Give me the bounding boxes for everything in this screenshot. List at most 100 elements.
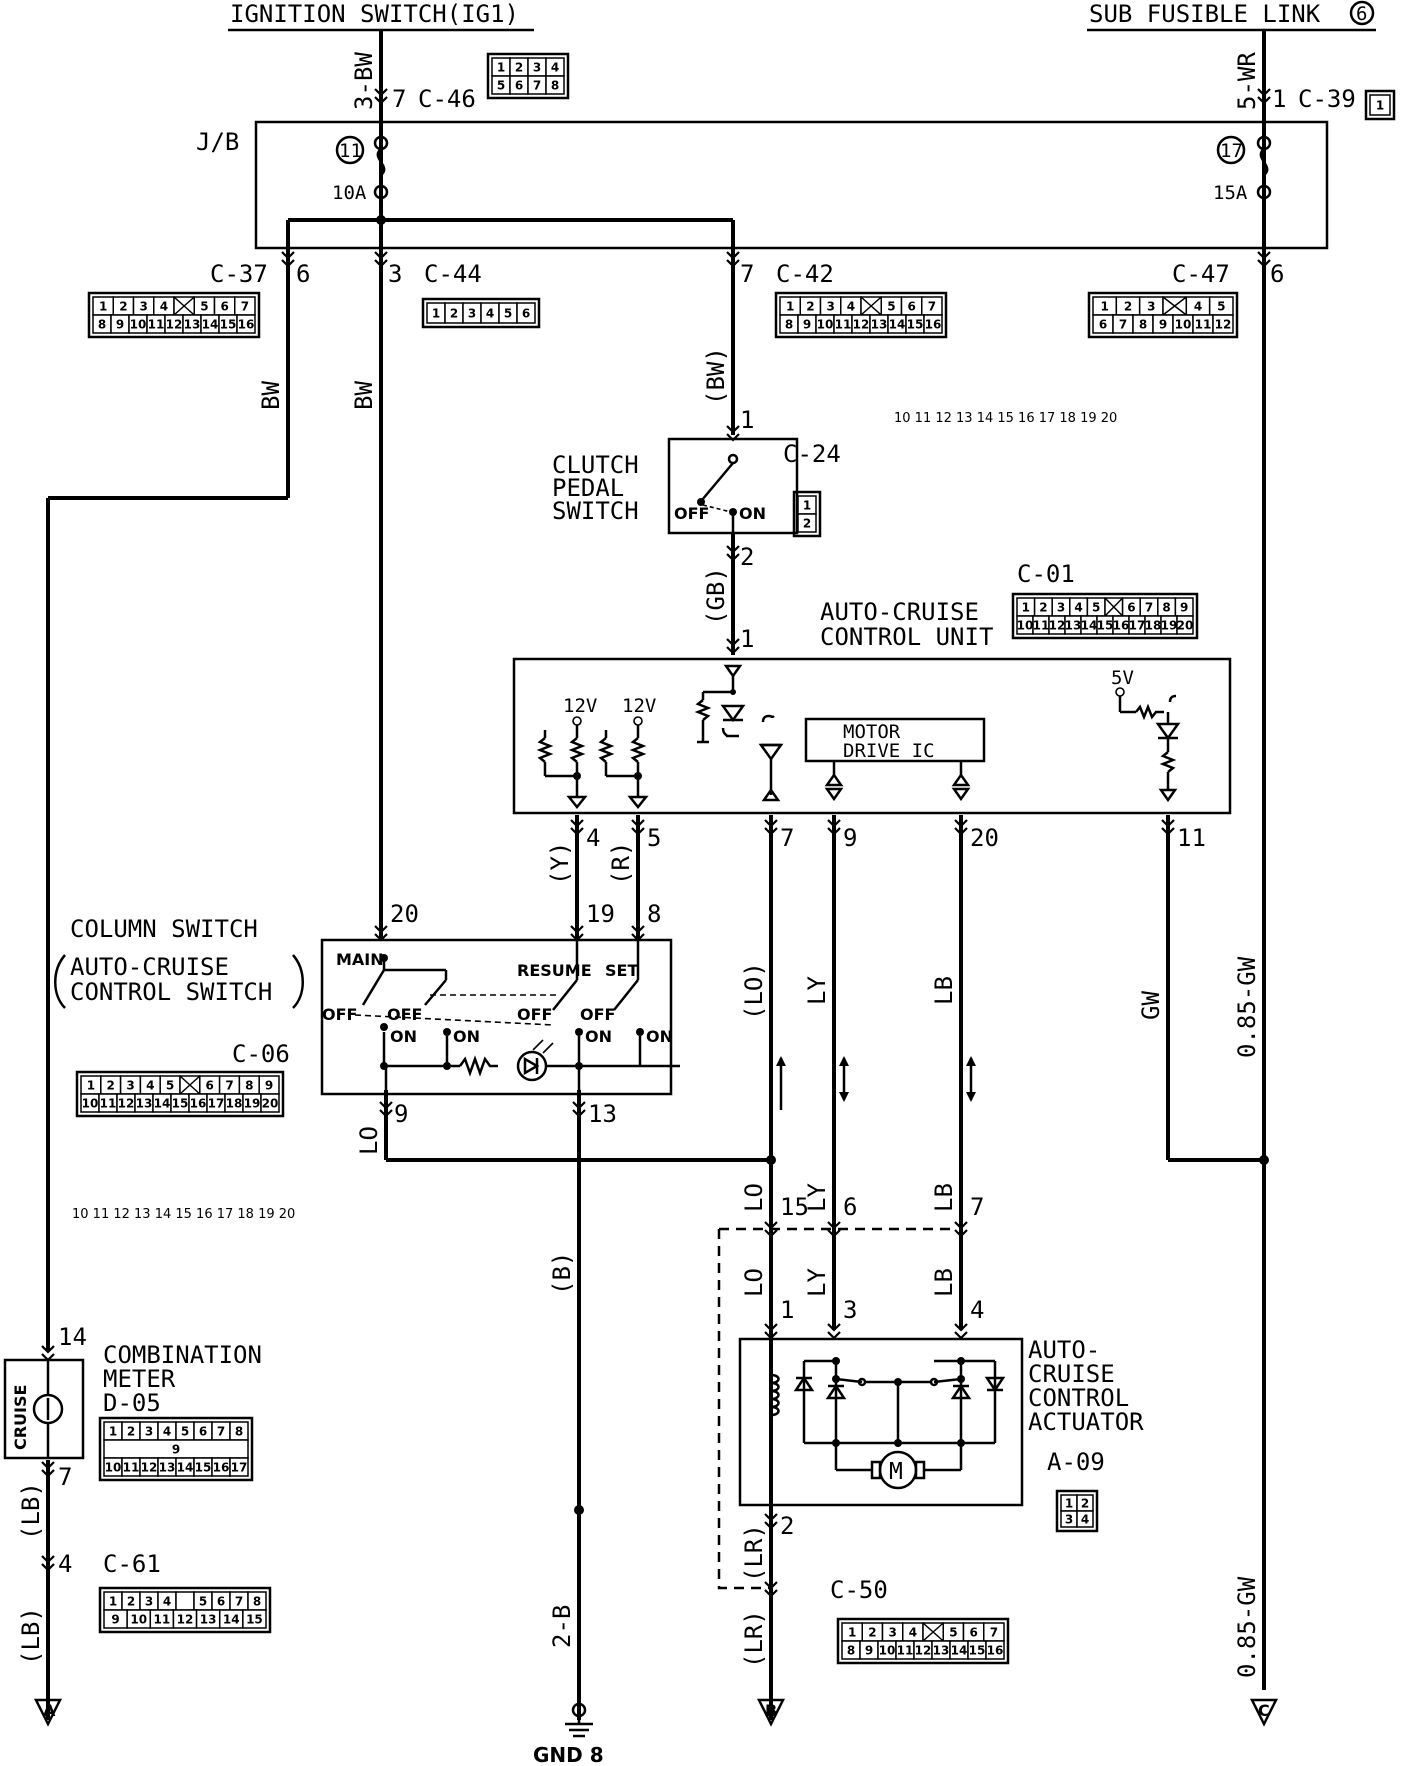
connector-pin-label: 15 — [195, 1461, 212, 1475]
pin-arrow-mark — [379, 1101, 393, 1118]
connector-pin-label: 9 — [1159, 318, 1167, 332]
connector-pin-label: 9 — [865, 1644, 873, 1658]
pin-arrow-mark — [1161, 819, 1175, 836]
connector-pin-label: 4 — [160, 300, 168, 314]
connector-pin-label: 11 — [835, 318, 852, 332]
connector-cell — [545, 75, 565, 95]
connector-pin-label: 15 — [907, 318, 924, 332]
pin-arrow-mark — [281, 251, 295, 268]
connector-pin-label: 16 — [1113, 619, 1130, 633]
connector-pin-label: 5 — [1092, 601, 1100, 615]
pin-meter-14: 14 — [58, 1323, 87, 1351]
connector-pin-label: 12 — [141, 1461, 158, 1475]
connector-pin-label: 15 — [969, 1644, 986, 1658]
connector-pin-label: 11 — [1033, 619, 1050, 633]
connector-pin-label: 10 — [1175, 318, 1192, 332]
connector-pin-label: 7 — [1145, 601, 1153, 615]
pin-act-1: 1 — [780, 1296, 794, 1324]
wire-label-2-b: 2-B — [548, 1605, 576, 1648]
connector-pin-label: 5 — [200, 300, 208, 314]
wire-label-lo-c50: LO — [740, 1183, 768, 1212]
pin-arrow-mark — [631, 925, 645, 942]
wire-label-lo-act: LO — [740, 1268, 768, 1297]
wire-label-ly-c50: LY — [803, 1183, 831, 1212]
connector-pin-label: 8 — [1139, 318, 1147, 332]
connector-pin-label: 6 — [1099, 318, 1107, 332]
wire-label-5-wr: 5-WR — [1233, 52, 1261, 110]
connector-pin-label: 5 — [181, 1425, 189, 1439]
actuator-label-1: AUTO- — [1028, 1336, 1100, 1364]
connector-pin-label: 17 — [231, 1461, 248, 1475]
connector-cell — [236, 314, 256, 334]
connector-pin-label: 11 — [100, 1097, 117, 1111]
connector-pin-label: 16 — [190, 1097, 207, 1111]
connector-pin-label: 13 — [1065, 619, 1082, 633]
connector-pin-label: 4 — [847, 300, 855, 314]
pin-arrow-mark — [374, 88, 388, 105]
svg-text:15A: 15A — [1213, 182, 1248, 204]
connector-pin-label: 2 — [1124, 300, 1132, 314]
acu-label-1: AUTO-CRUISE — [820, 598, 979, 626]
connector-pin-label: 16 — [213, 1461, 230, 1475]
svg-text:OFF: OFF — [387, 1005, 422, 1024]
column-switch: MAIN OFF OFF ON ON RESUME SET OFF OFF ON… — [320, 938, 680, 1096]
connector-pin-label: 1 — [87, 1079, 95, 1093]
connector-pin-label: 2 — [450, 307, 458, 321]
wire-label-b: (B) — [548, 1252, 576, 1295]
connector-name-c06: C-06 — [232, 1040, 290, 1068]
connector-pin-label: 11 — [123, 1461, 140, 1475]
wire-label-lb-c50: LB — [930, 1183, 958, 1212]
connector-pin-label: 5 — [497, 79, 505, 93]
connector-pin-label: 6 — [522, 307, 530, 321]
connector-pin-label: 12 — [853, 318, 870, 332]
svg-text:ON: ON — [585, 1027, 612, 1046]
connector-pin-label: 1 — [1065, 1497, 1073, 1511]
pin-acu-1: 1 — [740, 625, 754, 653]
connector-pin-label: 1 — [1100, 300, 1108, 314]
connector-pin-label: 12 — [177, 1613, 194, 1627]
pin-acu-5: 5 — [647, 824, 661, 852]
ground-gnd8 — [565, 1702, 593, 1738]
connector-pin-label: 6 — [907, 300, 915, 314]
connector-pin-label: 6 — [199, 1425, 207, 1439]
connector-pin-label: 10 — [130, 1613, 147, 1627]
connector-pin-label: 10 — [1017, 619, 1034, 633]
connector-pin-label: 19 — [1161, 619, 1178, 633]
connector-cell — [175, 1591, 195, 1611]
connector-pin-label: 4 — [163, 1425, 171, 1439]
connector-pin-label: 16 — [987, 1644, 1004, 1658]
connector-pin-label: 17 — [208, 1097, 225, 1111]
connector-pin-label: 4 — [551, 61, 559, 75]
pin-arrow-mark — [954, 819, 968, 836]
pin-arrow-mark — [1257, 251, 1271, 268]
connector-pin-label: 2 — [1081, 1497, 1089, 1511]
wire-label-085-gw-lower: 0.85-GW — [1233, 1576, 1261, 1678]
pin-arrow-mark — [954, 1323, 968, 1340]
wire-label-lb-meter: (LB) — [17, 1482, 45, 1540]
connector-name-c24: C-24 — [783, 440, 841, 468]
connector-pin-label: 8 — [235, 1425, 243, 1439]
connector-pin-label: 3 — [139, 300, 147, 314]
connector-pin-label: 6 — [1127, 601, 1135, 615]
signal-arrows — [776, 1056, 976, 1110]
svg-text:CRUISE: CRUISE — [11, 1385, 30, 1450]
actuator-label-2: CRUISE — [1028, 1360, 1115, 1388]
wire-label-lr-act: (LR) — [740, 1524, 768, 1582]
svg-text:11: 11 — [339, 140, 362, 162]
connector-pin-label: 4 — [909, 1626, 917, 1640]
svg-text:SET: SET — [605, 961, 638, 980]
pin-arrow-mark — [827, 1221, 841, 1238]
pin-arrow-marks — [41, 88, 1271, 1598]
connector-pin-label: 4 — [146, 1079, 154, 1093]
connector-pin-label: 1 — [1376, 99, 1384, 113]
svg-text:A: A — [43, 1701, 56, 1720]
connector-pin-label: 20 — [1177, 619, 1194, 633]
meter-label-1: COMBINATION — [103, 1341, 262, 1369]
connector-pin-label: 10 — [105, 1461, 122, 1475]
connector-pin-label: 4 — [1074, 601, 1082, 615]
